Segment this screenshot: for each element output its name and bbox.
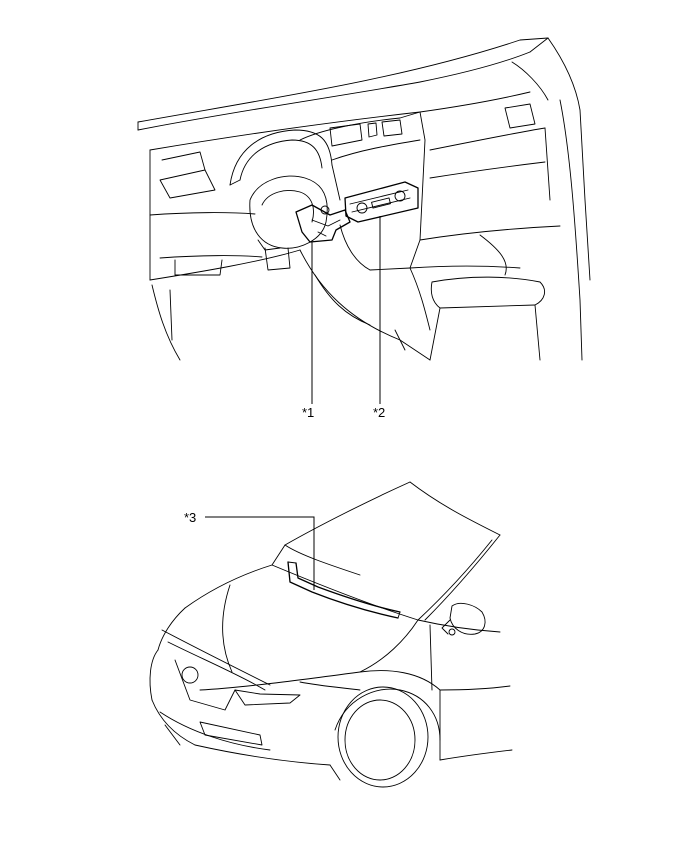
callout-2: *2 [373, 405, 386, 420]
vehicle-illustration [149, 481, 513, 788]
dashboard-illustration [137, 37, 591, 361]
callout-1: *1 [302, 405, 315, 420]
leader-line-3 [205, 516, 315, 590]
callout-3: *3 [184, 510, 197, 525]
